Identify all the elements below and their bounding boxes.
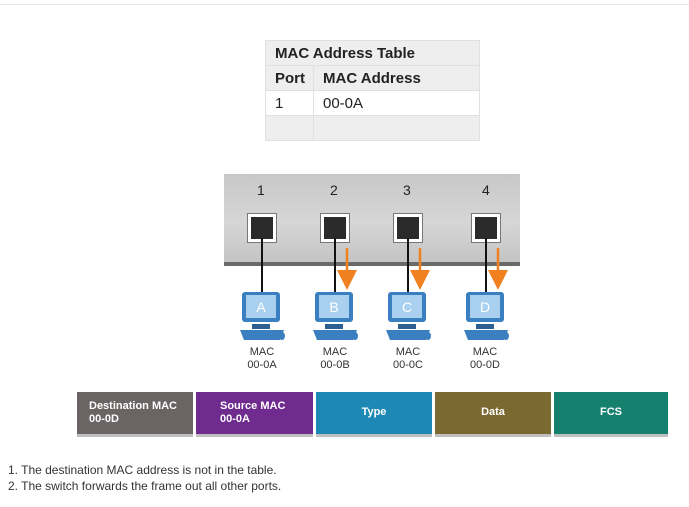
mac-address-table: MAC Address Table Port MAC Address 1 00-… (265, 40, 480, 141)
switch-port-4 (471, 213, 501, 243)
frame-destination-mac: Destination MAC 00-0D (77, 392, 193, 437)
host-mac-label-a: MAC 00-0A (232, 346, 292, 372)
frame-source-mac: Source MAC 00-0A (196, 392, 313, 437)
switch-port-1 (247, 213, 277, 243)
computer-icon (386, 292, 431, 340)
pc-b: B (311, 290, 359, 346)
port-number-4: 4 (482, 182, 490, 198)
pc-a: A (238, 290, 286, 346)
mac-table-mac-header: MAC Address (313, 65, 480, 91)
pc-name-b: B (329, 299, 339, 315)
pc-name-d: D (479, 299, 491, 315)
top-divider (0, 4, 689, 5)
host-mac-label-b: MAC 00-0B (305, 346, 365, 372)
mac-table-title: MAC Address Table (265, 40, 480, 66)
mac-value: 00-0D (470, 359, 500, 371)
pc-name-c: C (401, 299, 413, 315)
frame-data: Data (435, 392, 551, 437)
mac-table-port-cell: 1 (265, 90, 314, 116)
mac-caption: MAC (472, 346, 498, 358)
switch-port-3 (393, 213, 423, 243)
host-mac-label-c: MAC 00-0C (378, 346, 438, 372)
note-2: 2. The switch forwards the frame out all… (8, 479, 282, 493)
pc-name-a: A (256, 299, 266, 315)
table-row-empty (265, 115, 480, 141)
computer-icon (464, 292, 509, 340)
explanation-notes: 1. The destination MAC address is not in… (8, 462, 281, 494)
computer-icon (240, 292, 285, 340)
mac-value: 00-0C (393, 359, 423, 371)
computer-icon (313, 292, 358, 340)
frame-fcs: FCS (554, 392, 668, 437)
host-mac-label-d: MAC 00-0D (455, 346, 515, 372)
pc-d: D (462, 290, 510, 346)
port-number-3: 3 (403, 182, 411, 198)
note-1: 1. The destination MAC address is not in… (8, 463, 277, 477)
mac-caption: MAC (395, 346, 421, 358)
port-number-1: 1 (257, 182, 265, 198)
mac-value: 00-0A (247, 359, 277, 371)
port-number-2: 2 (330, 182, 338, 198)
frame-field-value: 00-0A (220, 413, 250, 425)
mac-value: 00-0B (320, 359, 350, 371)
mac-table-port-header: Port (265, 65, 314, 91)
mac-caption: MAC (322, 346, 348, 358)
frame-field-value: 00-0D (89, 413, 119, 425)
frame-type: Type (316, 392, 432, 437)
frame-field-label: Source MAC (220, 400, 286, 412)
frame-field-label: Destination MAC (89, 400, 177, 412)
mac-caption: MAC (249, 346, 275, 358)
pc-c: C (384, 290, 432, 346)
